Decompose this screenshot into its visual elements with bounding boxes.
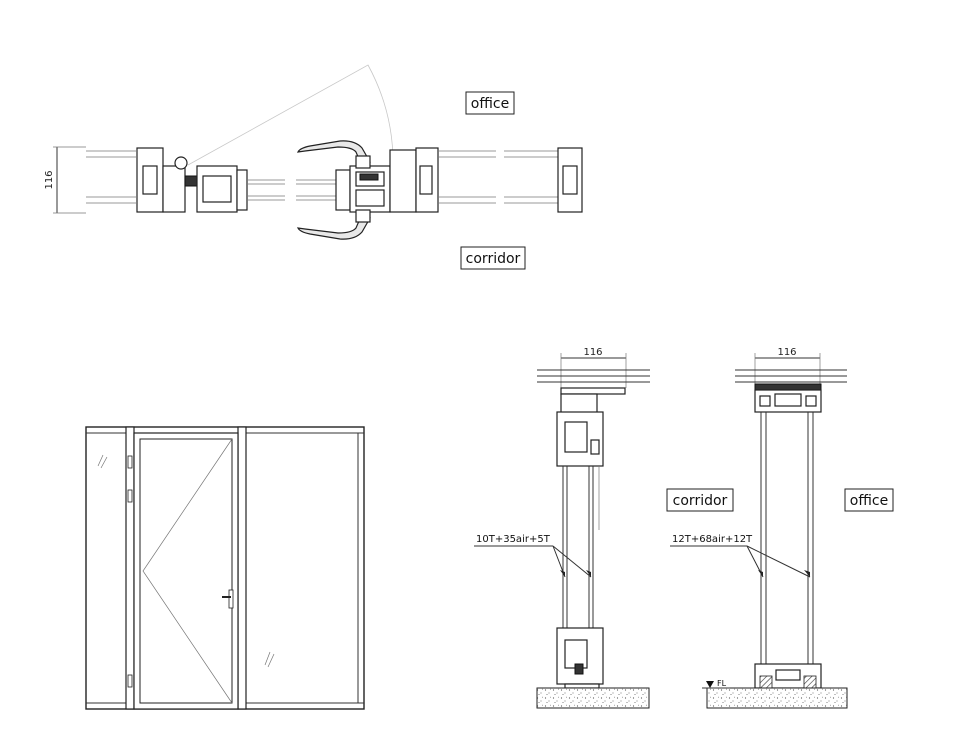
hinge-icon [127,455,133,688]
section-left-dim-text: 116 [583,347,602,358]
section-label-corridor: corridor [666,488,734,512]
door-opening-indicator [142,438,233,704]
section-right-glass-spec: 12T+68air+12T [672,534,753,545]
plan-label-corridor: corridor [460,246,526,270]
plan-dimension: 116 [44,146,86,214]
hinge-icon [174,156,188,170]
svg-text:office: office [471,96,509,112]
door-handle-icon [296,140,371,240]
plan-door-glass [247,179,336,201]
floor-slab [536,687,650,709]
section-left-glass-spec: 10T+35air+5T [476,534,551,545]
plan-label-office: office [465,91,515,115]
section-right: 116 FL 12T+68air+12T [670,347,848,709]
floor-slab [706,687,848,709]
section-right-dim-text: 116 [777,347,796,358]
section-left: 116 10T+35air+5T [474,347,650,709]
section-label-office: office [844,488,894,512]
plan-lock-frame [335,147,439,213]
plan-right-glass [438,150,558,204]
right-mullion [237,426,247,710]
plan-left-glass [86,150,136,204]
door-handle-icon [222,589,234,609]
plan-right-frame [557,147,583,213]
plan-dim-text: 116 [44,170,55,189]
floor-level-marker-icon: FL [702,679,730,689]
elevation-view [85,426,365,710]
door-leaf [133,432,239,710]
left-mullion [125,426,135,710]
floor-level-text: FL [717,679,727,688]
door-glass-panel [139,438,233,704]
svg-text:office: office [850,493,888,509]
svg-text:corridor: corridor [673,493,728,509]
plan-left-frame [136,147,248,213]
svg-text:corridor: corridor [466,251,521,267]
plan-view: 116 [44,64,583,270]
glass-reflection-icon [97,454,275,668]
